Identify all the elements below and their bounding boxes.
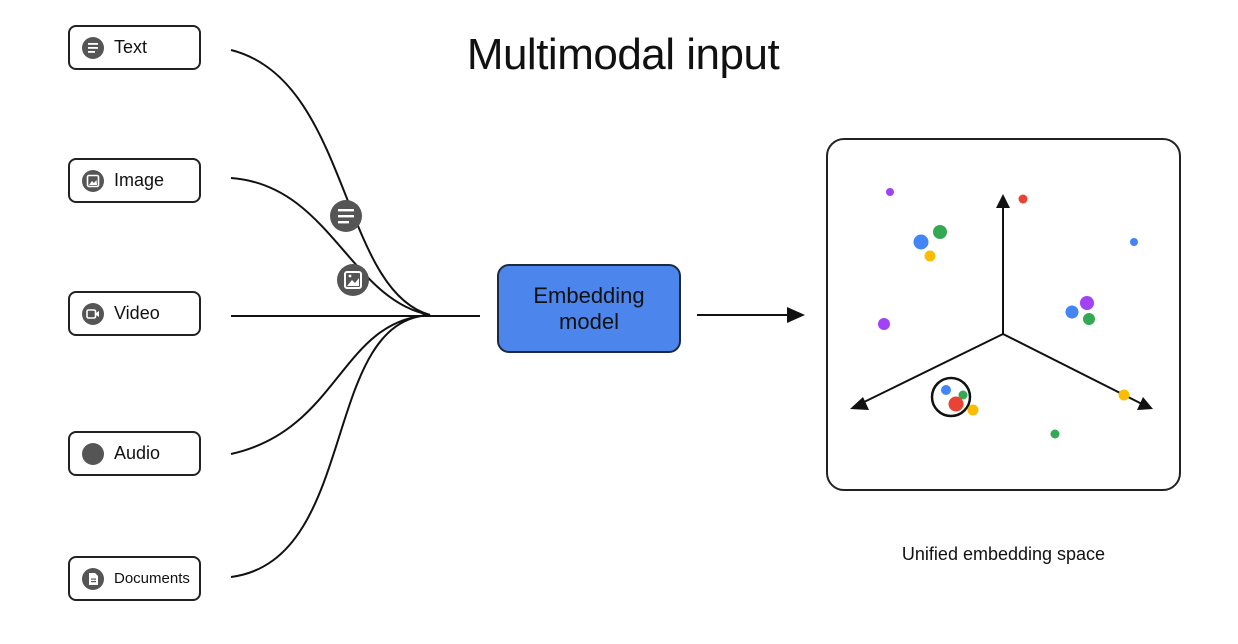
input-video: Video — [68, 291, 201, 336]
axis-vertical-arrowhead — [996, 194, 1010, 208]
embedding-point — [1080, 296, 1094, 310]
embedding-point — [1050, 429, 1060, 439]
audio-dot-icon — [82, 442, 104, 465]
embedding-model-label: Embedding model — [533, 282, 645, 334]
axis-right-arrowhead — [1137, 397, 1153, 410]
embedding-point — [878, 318, 890, 330]
text-badge-icon — [330, 200, 362, 232]
input-label-text: Text — [114, 37, 148, 57]
embedding-space-caption: Unified embedding space — [901, 544, 1106, 564]
embedding-point — [924, 250, 936, 262]
embedding-point — [967, 404, 979, 416]
embedding-point — [1130, 238, 1138, 246]
text-doc-icon — [82, 36, 104, 59]
embedding-point — [1018, 194, 1028, 204]
curve-documents — [230, 314, 431, 578]
axis-right — [1002, 333, 1143, 405]
embedding-point — [913, 234, 929, 250]
curve-image — [230, 177, 431, 316]
embedding-point — [941, 385, 951, 395]
image-icon — [82, 169, 104, 192]
input-image: Image — [68, 158, 201, 203]
embedding-point — [886, 188, 894, 196]
curve-audio — [230, 314, 431, 455]
axis-left-arrowhead — [850, 397, 869, 410]
image-badge-icon — [337, 264, 369, 296]
embedding-point — [1065, 305, 1079, 319]
arrow-to-space-head — [787, 307, 805, 323]
input-label-image: Image — [114, 170, 165, 190]
input-label-video: Video — [114, 303, 160, 323]
embedding-point — [948, 396, 964, 412]
diagram-title: Multimodal input — [466, 30, 780, 79]
input-documents: Documents — [68, 556, 201, 601]
input-text: Text — [68, 25, 201, 70]
axis-left — [859, 333, 1004, 405]
embedding-point — [933, 225, 947, 239]
embedding-point — [1083, 313, 1095, 325]
document-icon — [82, 567, 104, 590]
embedding-model-box: Embedding model — [497, 264, 681, 353]
input-audio: Audio — [68, 431, 201, 476]
video-camera-icon — [82, 302, 104, 325]
curve-text — [230, 49, 431, 316]
embedding-point — [958, 390, 968, 400]
input-label-documents: Documents — [114, 570, 190, 587]
embedding-point — [1118, 389, 1130, 401]
input-label-audio: Audio — [114, 443, 161, 463]
